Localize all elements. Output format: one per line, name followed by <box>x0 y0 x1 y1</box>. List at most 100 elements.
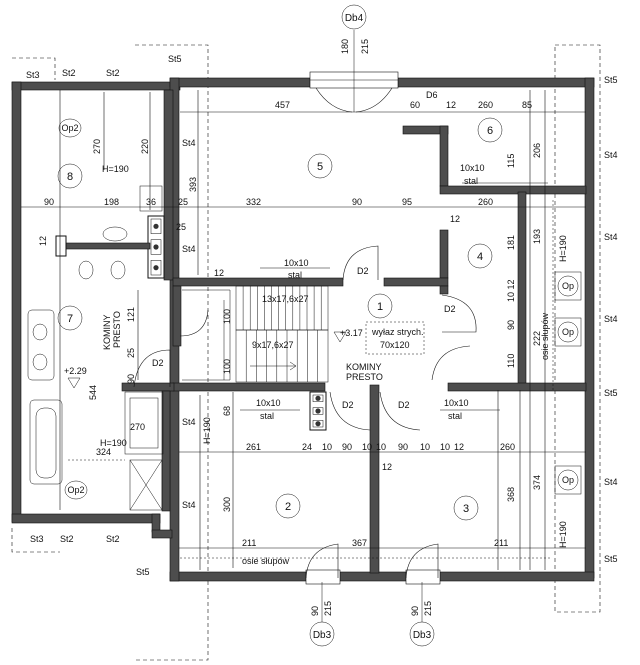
dim-bottom-axis-215-right: 215 <box>423 601 433 616</box>
label-st5-right-top: St5 <box>604 75 618 85</box>
label-st3-top: St3 <box>26 70 40 80</box>
tag-op-2: Op <box>562 327 574 337</box>
dim-12-a: 12 <box>446 100 456 110</box>
hatch-title: wyłaz strych. <box>371 327 424 337</box>
dim-10-a: 10 <box>322 442 332 452</box>
chimney-flue-dot <box>315 408 321 414</box>
beam-material-2: stal <box>288 270 302 280</box>
label-st4-left-4: St4 <box>182 500 196 510</box>
label-st3-bottom: St3 <box>30 534 44 544</box>
room-markers: 8 7 5 6 4 1 2 3 <box>57 117 503 521</box>
tag-d6: D6 <box>426 90 438 100</box>
label-st4-right-4: St4 <box>604 477 618 487</box>
room-number-1: 1 <box>377 301 383 313</box>
dim-bottom-axis-90-right: 90 <box>410 606 420 616</box>
dim-211-b: 211 <box>494 538 508 548</box>
label-st2-bottom-1: St2 <box>60 534 74 544</box>
dim-12-f: 12 <box>382 462 392 472</box>
dim-10-b: 10 <box>362 442 372 452</box>
beam-size-4: 10x10 <box>444 398 469 408</box>
label-st4-left-2: St4 <box>182 244 196 254</box>
label-st5-right-bottom: St5 <box>604 554 618 564</box>
beam-size-2: 10x10 <box>284 258 309 268</box>
bathroom-fixtures <box>27 185 164 511</box>
osie-slupow-bottom: osie słupów <box>242 556 290 566</box>
stair-size-lower: 9x17,6x27 <box>252 340 294 350</box>
axis-marker-bottom-left: Db3 <box>309 621 335 647</box>
axis-marker-top: Db4 <box>341 4 367 30</box>
label-st2-top-1: St2 <box>62 68 76 78</box>
dim-12-d: 12 <box>214 268 224 278</box>
stair-direction-arrow <box>250 361 297 371</box>
dim-90-e: 90 <box>342 442 352 452</box>
tag-d2-2: D2 <box>444 304 456 314</box>
dim-121: 121 <box>126 307 136 322</box>
dim-260-b: 260 <box>478 197 493 207</box>
chimney-label-line2: PRESTO <box>346 372 383 382</box>
room-number-5: 5 <box>317 161 323 173</box>
dim-211-a: 211 <box>242 538 256 548</box>
label-st2-bottom-2: St2 <box>106 534 120 544</box>
height-label-room7: H=190 <box>100 438 127 448</box>
dim-457: 457 <box>275 100 290 110</box>
dim-25-c: 25 <box>126 348 136 358</box>
dim-10-d: 10 <box>420 442 430 452</box>
beam-material-4: stal <box>448 411 462 421</box>
room-number-8: 8 <box>67 171 73 183</box>
dim-115: 115 <box>506 154 516 168</box>
chimney-flue-dot <box>315 421 321 427</box>
height-label-room8: H=190 <box>102 164 129 174</box>
dim-110: 110 <box>506 354 516 368</box>
label-st4-left-1: St4 <box>182 138 196 148</box>
height-label-room4: H=190 <box>558 235 568 262</box>
dim-198: 198 <box>104 197 119 207</box>
dim-60: 60 <box>410 100 420 110</box>
dim-544: 544 <box>88 385 98 400</box>
beam-material-3: stal <box>260 411 274 421</box>
tag-d2-5: D2 <box>398 400 410 410</box>
label-st4-left-3: St4 <box>182 417 196 427</box>
tag-d2-4: D2 <box>342 400 354 410</box>
axis-label-db4: Db4 <box>345 13 364 24</box>
level-229: +2.29 <box>64 366 87 376</box>
dim-90-d: 90 <box>126 374 136 384</box>
chimney-label-line1: KOMINY <box>346 362 382 372</box>
dim-12-e: 12 <box>454 442 464 452</box>
height-label-room2: H=190 <box>202 417 212 444</box>
label-st2-top-2: St2 <box>106 68 120 78</box>
chimney-flue-dot <box>153 223 159 229</box>
dim-300: 300 <box>222 497 232 512</box>
chimney-flue-dot <box>153 265 159 271</box>
dim-25-a: 25 <box>178 197 188 207</box>
dim-36: 36 <box>146 197 156 207</box>
room-number-3: 3 <box>463 503 469 515</box>
dimension-lines <box>21 90 586 570</box>
dim-top-axis-215: 215 <box>360 39 370 54</box>
dim-12-c: 12 <box>38 236 48 246</box>
dim-10-e: 10 <box>440 442 450 452</box>
dim-220: 220 <box>140 139 150 154</box>
height-label-room3: H=190 <box>558 521 568 548</box>
dim-bottom-axis-90-left: 90 <box>310 606 320 616</box>
dim-bottom-axis-215-left: 215 <box>323 601 333 616</box>
label-st5-top: St5 <box>168 54 182 64</box>
stair-size-upper: 13x17,6x27 <box>262 294 309 304</box>
dim-24: 24 <box>302 442 312 452</box>
dim-374: 374 <box>532 475 542 490</box>
chimney-label-vertical-2: PRESTO <box>112 311 122 348</box>
tag-op-1: Op <box>562 281 574 291</box>
chimney-label: KOMINY PRESTO <box>346 362 384 382</box>
dim-393: 393 <box>188 177 198 192</box>
column-labels: St3 St2 St2 St5 St5 St4 St4 St4 St5 St4 … <box>26 54 618 577</box>
op-tags: Op2 Op2 Op Op Op <box>58 118 582 500</box>
dim-368: 368 <box>506 487 516 502</box>
dim-270-b: 270 <box>130 422 145 432</box>
dim-260-a: 260 <box>478 100 493 110</box>
dim-100-a: 100 <box>222 309 232 324</box>
level-317: +3.17 <box>340 328 363 338</box>
room-number-7: 7 <box>67 313 73 325</box>
tag-op2-room8: Op2 <box>61 123 78 133</box>
dim-25-b: 25 <box>176 222 186 232</box>
label-st4-right-3: St4 <box>604 314 618 324</box>
inner-walls <box>121 89 587 574</box>
